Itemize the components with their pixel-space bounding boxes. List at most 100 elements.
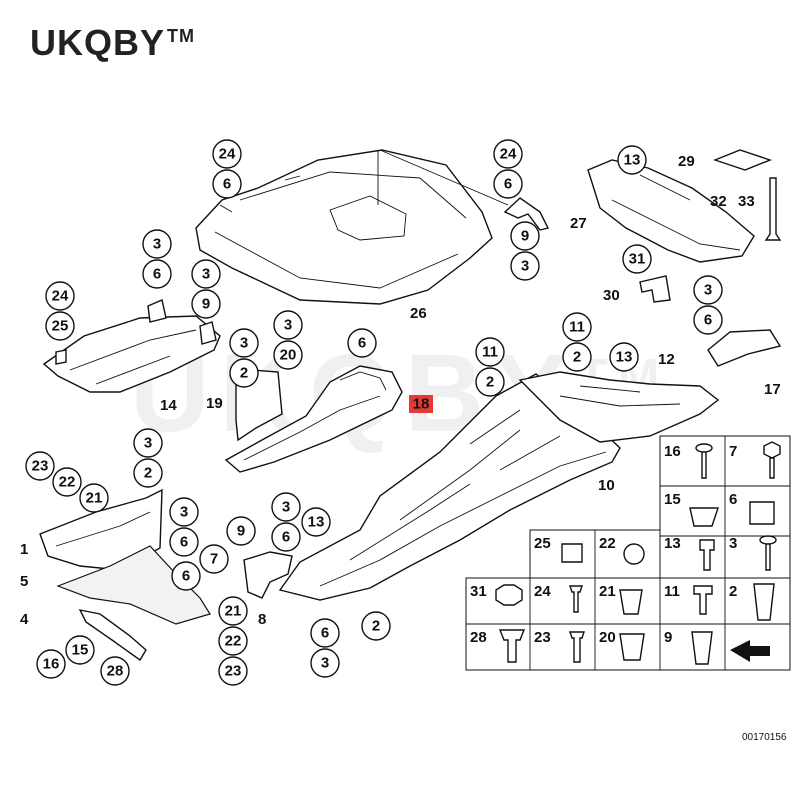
callout-6d: 6	[347, 328, 377, 358]
svg-text:2: 2	[573, 349, 581, 366]
arrow-icon	[730, 640, 770, 662]
svg-text:13: 13	[616, 349, 633, 366]
part-18-side-panel	[224, 365, 403, 473]
callout-3d: 3	[229, 328, 259, 358]
svg-text:13: 13	[308, 514, 325, 531]
callout-9c: 9	[226, 516, 256, 546]
callout-2d: 2	[133, 458, 163, 488]
svg-text:3: 3	[180, 504, 188, 521]
svg-text:3: 3	[284, 317, 292, 334]
part-32-plate	[712, 149, 773, 171]
callout-3e: 3	[273, 310, 303, 340]
callout-2c: 2	[562, 342, 592, 372]
svg-text:2: 2	[486, 374, 494, 391]
leader-26-27	[379, 149, 509, 206]
callout-2a: 2	[229, 358, 259, 388]
svg-text:3: 3	[521, 258, 529, 275]
svg-text:6: 6	[282, 529, 290, 546]
plug-2-icon	[753, 583, 775, 621]
brand-tm: TM	[167, 26, 196, 46]
callout-13a: 13	[617, 145, 647, 175]
svg-text:9: 9	[202, 296, 210, 313]
grid-6: 6	[729, 491, 737, 508]
svg-text:24: 24	[219, 146, 236, 163]
callout-6h: 6	[271, 522, 301, 552]
callout-9b: 9	[191, 289, 221, 319]
svg-text:22: 22	[225, 633, 242, 650]
grid-24: 24	[534, 583, 551, 600]
callout-24a: 24	[212, 139, 242, 169]
svg-text:22: 22	[59, 474, 76, 491]
part-27-bracket	[503, 197, 550, 231]
part-26-shield	[195, 149, 493, 305]
svg-text:2: 2	[372, 618, 380, 635]
callout-3g: 3	[133, 428, 163, 458]
grid-25: 25	[534, 535, 551, 552]
callout-13b: 13	[609, 342, 639, 372]
plug-9-icon	[691, 631, 713, 665]
label-32: 32	[710, 193, 727, 210]
label-17: 17	[764, 381, 781, 398]
label-26: 26	[410, 305, 427, 322]
nut-6-icon	[749, 501, 775, 525]
screw-16-icon	[695, 443, 713, 479]
grid-13: 13	[664, 535, 681, 552]
label-10: 10	[598, 477, 615, 494]
screw-24-icon	[569, 585, 583, 613]
callout-22a: 22	[52, 467, 82, 497]
svg-text:21: 21	[225, 603, 242, 620]
svg-text:3: 3	[704, 282, 712, 299]
grid-15: 15	[664, 491, 681, 508]
svg-text:3: 3	[240, 335, 248, 352]
callout-2e: 2	[361, 611, 391, 641]
svg-text:6: 6	[223, 176, 231, 193]
svg-text:15: 15	[72, 642, 89, 659]
callout-23a: 23	[25, 451, 55, 481]
callout-16a: 16	[36, 649, 66, 679]
clip-20-icon	[619, 633, 645, 661]
grid-7: 7	[729, 443, 737, 460]
part-33-bolt	[764, 177, 782, 241]
grid-28: 28	[470, 629, 487, 646]
part-14-panel	[42, 299, 221, 393]
svg-text:24: 24	[52, 288, 69, 305]
svg-text:24: 24	[500, 146, 517, 163]
callout-2b: 2	[475, 367, 505, 397]
svg-text:21: 21	[86, 490, 103, 507]
svg-text:3: 3	[321, 655, 329, 672]
label-4: 4	[20, 611, 29, 628]
part-10-center-panel	[278, 373, 621, 601]
label-1: 1	[20, 541, 28, 558]
grid-3: 3	[729, 535, 737, 552]
svg-text:11: 11	[482, 344, 498, 361]
svg-text:23: 23	[225, 663, 242, 680]
callout-13c: 13	[301, 507, 331, 537]
grid-11: 11	[664, 583, 680, 600]
svg-text:6: 6	[153, 266, 161, 283]
label-8: 8	[258, 611, 266, 628]
callout-3h: 3	[169, 497, 199, 527]
figure-code: 00170156	[742, 732, 787, 743]
svg-text:23: 23	[32, 458, 49, 475]
callout-6e: 6	[693, 305, 723, 335]
callout-6i: 6	[310, 618, 340, 648]
bolt-11-icon	[693, 585, 713, 615]
callout-3b: 3	[142, 229, 172, 259]
callout-6f: 6	[169, 527, 199, 557]
screw-23-icon	[569, 631, 585, 663]
svg-text:9: 9	[521, 228, 529, 245]
callout-3j: 3	[310, 648, 340, 678]
part-17-bracket	[707, 329, 782, 367]
callout-20a: 20	[273, 340, 303, 370]
svg-text:6: 6	[358, 335, 366, 352]
label-19: 19	[206, 395, 223, 412]
screw-3-icon	[759, 535, 777, 571]
svg-text:25: 25	[52, 318, 69, 335]
washer-22-icon	[623, 543, 645, 565]
svg-text:3: 3	[144, 435, 152, 452]
svg-text:2: 2	[240, 365, 248, 382]
svg-text:18: 18	[413, 396, 430, 413]
grid-16: 16	[664, 443, 681, 460]
